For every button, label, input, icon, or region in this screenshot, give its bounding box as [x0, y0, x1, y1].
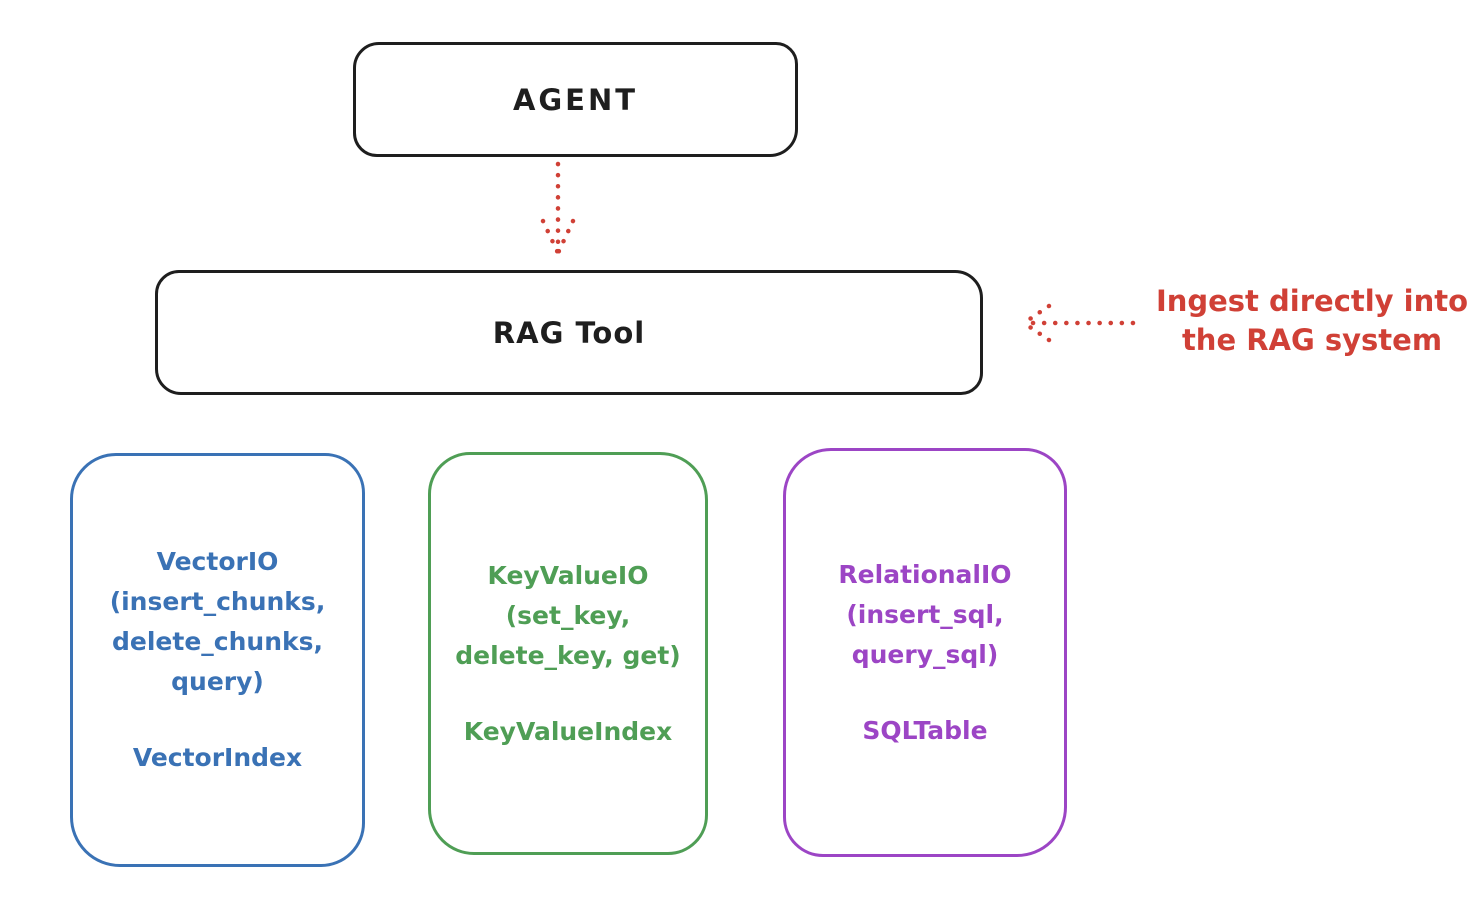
arrowhead-left — [540, 218, 561, 256]
vector-io-line: VectorIO — [156, 547, 279, 576]
ingest-annotation-line2: the RAG system — [1181, 323, 1443, 357]
arrowhead-right — [555, 218, 576, 256]
agent-box: AGENT — [353, 42, 798, 157]
arrowhead-bottom — [1021, 320, 1052, 343]
keyvalue-index-label: KeyValueIndex — [463, 716, 673, 746]
agent-label: AGENT — [512, 82, 639, 117]
ingest-annotation: Ingest directly into the RAG system — [1138, 282, 1484, 360]
rag-tool-label: RAG Tool — [492, 315, 646, 350]
vector-index-label: VectorIndex — [132, 743, 303, 772]
relational-io-line: (insert_sql, — [846, 599, 1004, 629]
vector-io-functions: VectorIO (insert_chunks, delete_chunks, … — [110, 542, 326, 702]
sql-table-label: SQLTable — [862, 715, 988, 745]
vector-io-line: delete_chunks, — [112, 627, 323, 656]
keyvalue-io-functions: KeyValueIO (set_key, delete_key, get) — [455, 556, 680, 676]
rag-tool-box: RAG Tool — [155, 270, 983, 395]
ingest-annotation-line1: Ingest directly into — [1155, 284, 1469, 318]
vector-io-line: query) — [171, 667, 264, 696]
agent-to-rag-arrow-icon — [540, 161, 576, 256]
vector-io-box: VectorIO (insert_chunks, delete_chunks, … — [70, 453, 365, 867]
keyvalue-io-box: KeyValueIO (set_key, delete_key, get) Ke… — [428, 452, 708, 855]
relational-io-line: query_sql) — [851, 639, 999, 669]
keyvalue-io-line: KeyValueIO — [487, 560, 649, 590]
vector-io-line: (insert_chunks, — [109, 587, 326, 616]
relational-io-functions: RelationalIO (insert_sql, query_sql) — [838, 555, 1011, 675]
relational-io-line: RelationalIO — [838, 559, 1012, 589]
relational-io-box: RelationalIO (insert_sql, query_sql) SQL… — [783, 448, 1067, 857]
keyvalue-io-line: (set_key, — [505, 600, 631, 630]
keyvalue-io-line: delete_key, get) — [455, 640, 681, 670]
arrowhead-top — [1021, 303, 1052, 326]
ingest-arrow-icon — [1021, 303, 1136, 343]
